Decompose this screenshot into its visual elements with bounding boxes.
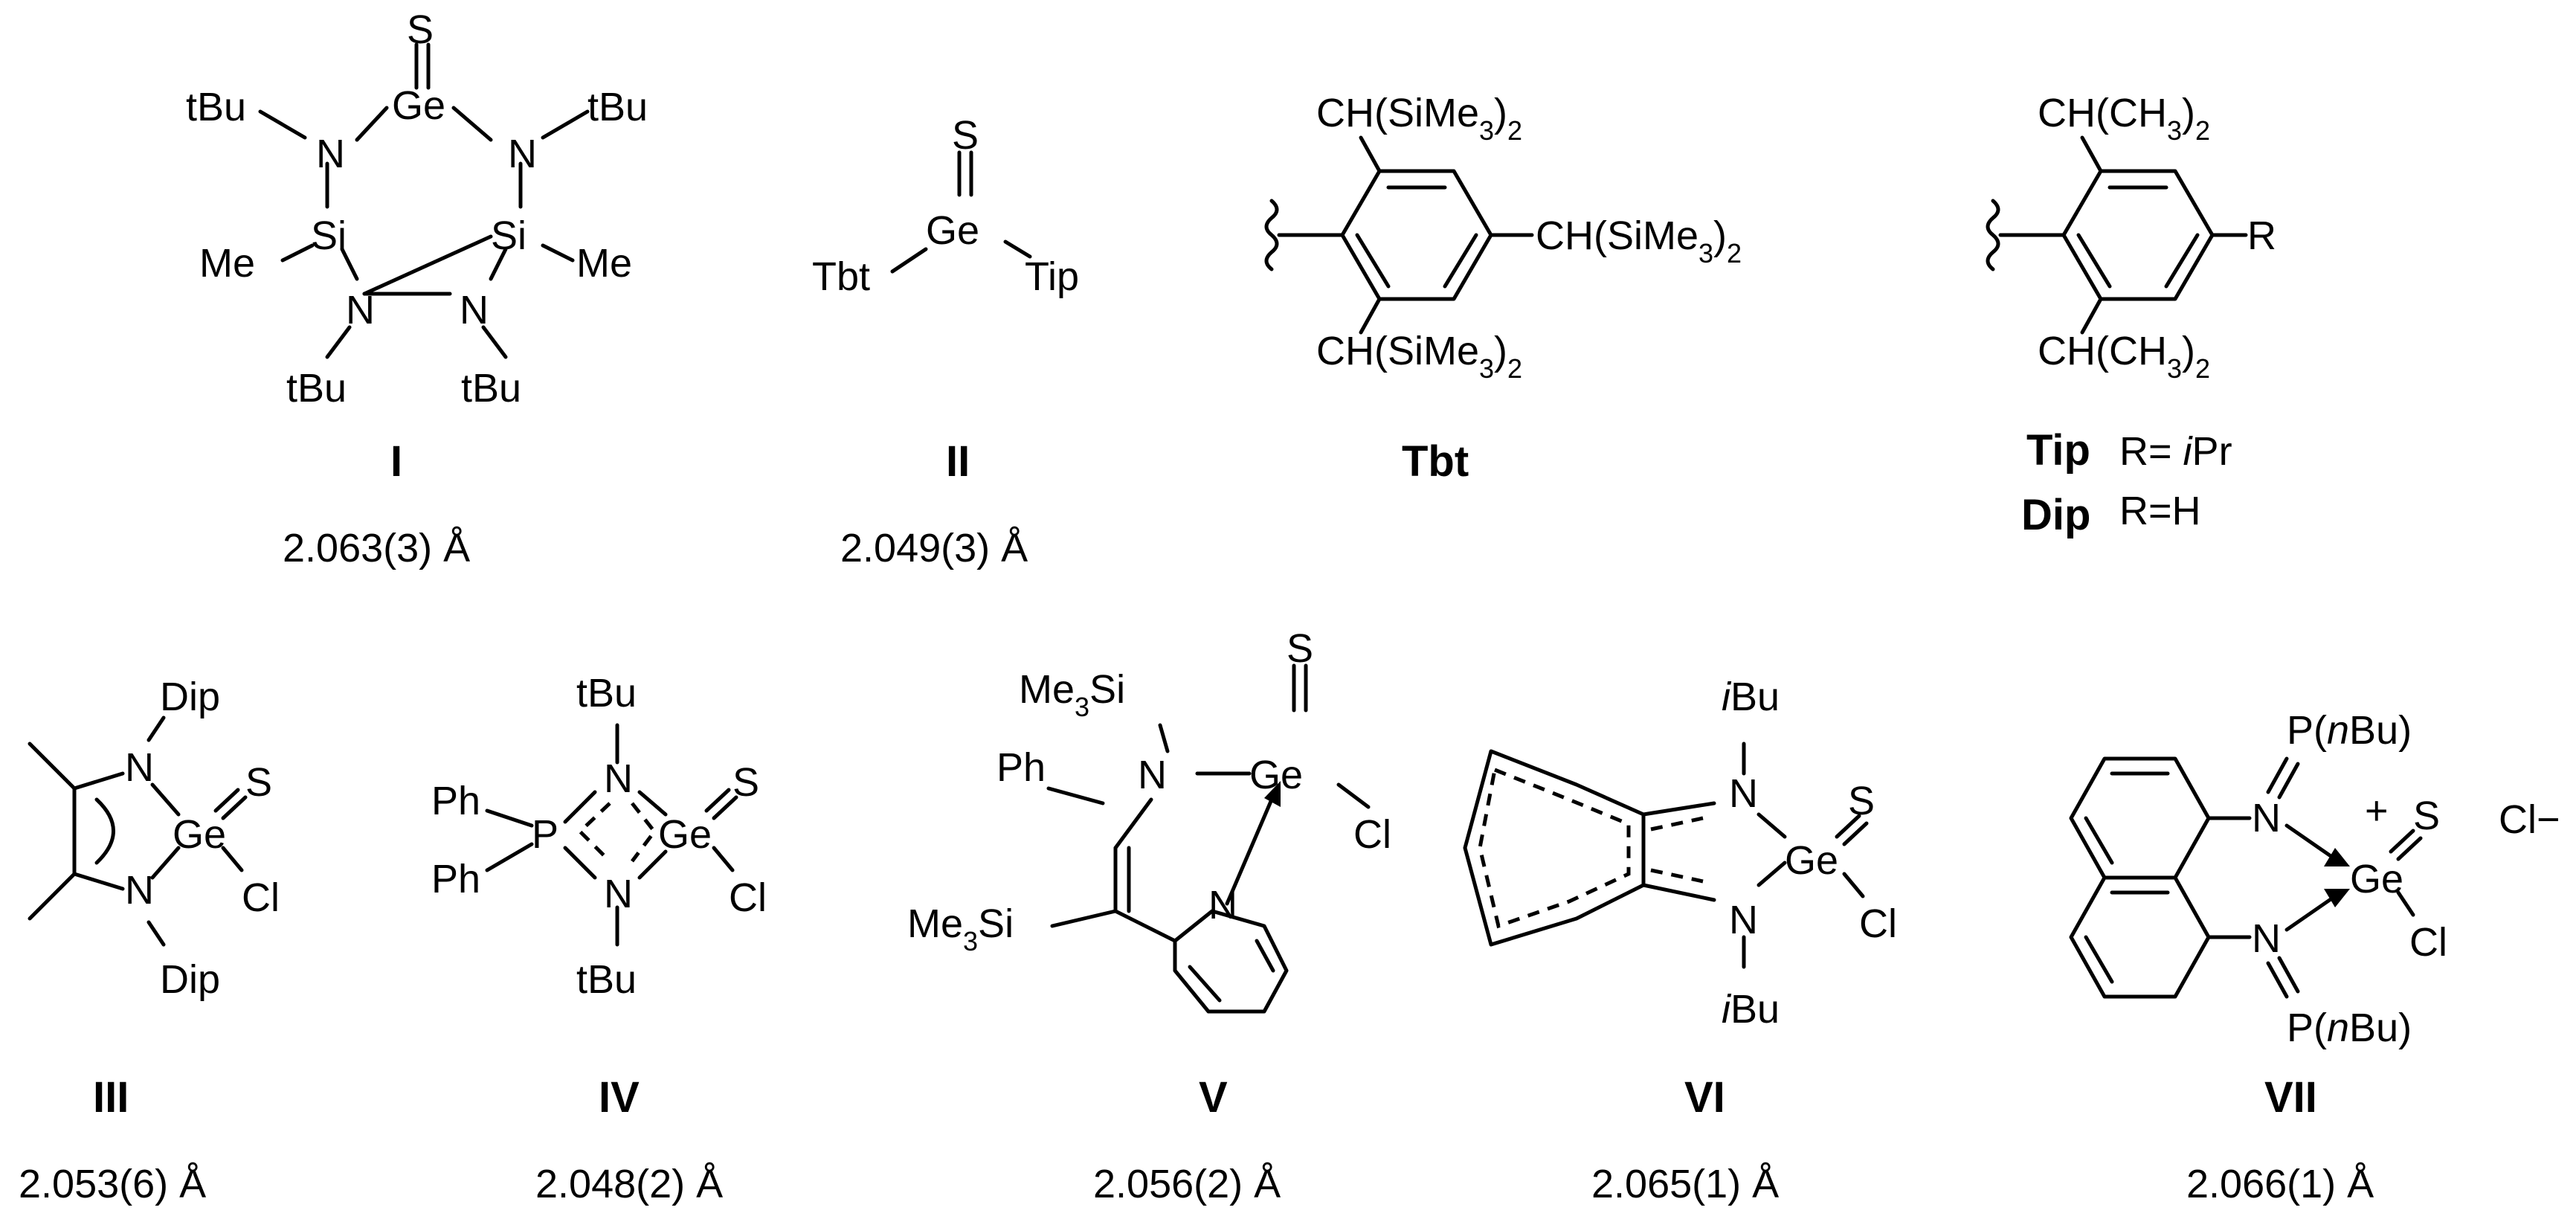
tip-substituent-bottom: CH(CH3)2	[2038, 329, 2210, 384]
compound-VI-iBu1: iBu	[1722, 675, 1780, 719]
tbt-structure	[1264, 135, 1534, 335]
compound-I-N2-atom: N	[508, 132, 537, 176]
tbt-substituent-bottom: CH(SiMe3)2	[1316, 329, 1522, 384]
compound-VII-N2-atom: N	[2252, 916, 2281, 961]
compound-II-label: II	[946, 437, 970, 486]
compound-VI-N2-atom: N	[1729, 898, 1758, 942]
tbt-label: Tbt	[1402, 437, 1469, 486]
compound-VI-label: VI	[1684, 1073, 1725, 1122]
compound-II-Tbt: Tbt	[812, 254, 870, 299]
tbt-substituent-top: CH(SiMe3)2	[1316, 91, 1522, 146]
tip-dip-structure	[1986, 135, 2248, 335]
compound-VII-Ge-atom: Ge	[2350, 857, 2403, 901]
compound-V-Ph: Ph	[996, 745, 1046, 790]
compound-I-Ge-atom: Ge	[392, 83, 445, 128]
compound-I-Si2-atom: Si	[491, 213, 527, 258]
compound-VI-S-atom: S	[1848, 779, 1875, 823]
compound-IV-N2-atom: N	[604, 872, 633, 916]
compound-VII-structure	[2069, 756, 2423, 999]
compound-II-bond-length: 2.049(3) Å	[840, 526, 1028, 570]
compound-VII-PnBu-top: P(nBu)	[2287, 708, 2412, 753]
compound-VI-Cl-atom: Cl	[1859, 901, 1897, 946]
compound-VI-Ge-atom: Ge	[1785, 838, 1838, 883]
tbt-substituent-right: CH(SiMe3)2	[1536, 213, 1742, 268]
compound-II-structure	[890, 150, 1032, 274]
compound-I-tBu1: tBu	[186, 85, 246, 129]
compound-IV-Ph2: Ph	[431, 857, 480, 901]
compound-V-pyridine-N-atom: N	[1208, 883, 1237, 927]
compound-IV-Cl-atom: Cl	[729, 875, 767, 920]
compound-I-tBu2: tBu	[587, 85, 648, 129]
compound-III-Ge-atom: Ge	[173, 812, 226, 857]
tip-R-definition: R= iPr	[2119, 429, 2232, 474]
compound-I-N1-atom: N	[316, 132, 345, 176]
tip-label: Tip	[2026, 426, 2090, 475]
compound-VII-Cl-atom: Cl	[2409, 920, 2447, 965]
compound-III-bond-length: 2.053(6) Å	[19, 1162, 206, 1206]
compound-V-bond-length: 2.056(2) Å	[1093, 1162, 1281, 1206]
tip-R-group: R	[2247, 213, 2276, 258]
compound-III-N1-atom: N	[125, 745, 154, 790]
compound-V-Me3Si-top: Me3Si	[1019, 667, 1125, 722]
compound-II-Tip: Tip	[1025, 254, 1079, 299]
compound-IV-Ph1: Ph	[431, 779, 480, 823]
compound-IV-label: IV	[599, 1073, 640, 1122]
compound-VII-S-atom: S	[2413, 794, 2440, 838]
compound-V-structure	[1046, 663, 1371, 1014]
compound-VI-iBu2: iBu	[1722, 987, 1780, 1032]
compound-VII-plus-charge: +	[2365, 788, 2389, 833]
compound-IV-P-atom: P	[532, 812, 558, 857]
compound-I-Me2: Me	[576, 241, 632, 286]
compound-III-N2-atom: N	[125, 868, 154, 913]
compound-I-bond-length: 2.063(3) Å	[283, 526, 470, 570]
dip-label: Dip	[2021, 491, 2090, 539]
compound-VII-N1-atom: N	[2252, 796, 2281, 840]
compound-V-Cl-atom: Cl	[1353, 812, 1391, 857]
compound-I-label: I	[390, 437, 402, 486]
compound-VI-bond-length: 2.065(1) Å	[1591, 1162, 1779, 1206]
compound-III-structure	[28, 715, 248, 947]
compound-III-label: III	[93, 1073, 129, 1122]
compound-III-Dip2: Dip	[160, 957, 220, 1002]
compound-VI-structure	[1463, 742, 1869, 969]
compound-I-Si1-atom: Si	[311, 213, 347, 258]
compound-IV-N1-atom: N	[604, 756, 633, 801]
compound-VII-bond-length: 2.066(1) Å	[2186, 1162, 2374, 1206]
compound-IV-bond-length: 2.048(2) Å	[535, 1162, 723, 1206]
compound-IV-tBu2: tBu	[576, 957, 637, 1002]
compound-VII-PnBu-bottom: P(nBu)	[2287, 1006, 2412, 1050]
compound-II-Ge-atom: Ge	[926, 208, 979, 253]
compound-V-label: V	[1199, 1073, 1228, 1122]
compound-IV-tBu1: tBu	[576, 671, 637, 715]
compound-III-S-atom: S	[245, 760, 272, 805]
dip-R-definition: R=H	[2119, 489, 2201, 533]
tip-substituent-top: CH(CH3)2	[2038, 91, 2210, 146]
compound-I-S-atom: S	[407, 7, 434, 52]
compound-I-N4-atom: N	[460, 288, 489, 332]
compound-V-Me3Si-bottom: Me3Si	[907, 901, 1014, 956]
compound-VII-chloride-counterion: Cl−	[2499, 797, 2560, 842]
compound-II-S-atom: S	[952, 113, 979, 158]
compound-V-Ge-atom: Ge	[1249, 753, 1303, 797]
compound-V-S-atom: S	[1287, 626, 1313, 671]
compound-III-Dip1: Dip	[160, 675, 220, 719]
compound-I-N3-atom: N	[346, 288, 375, 332]
compound-III-Cl-atom: Cl	[242, 875, 280, 920]
compound-V-N-atom: N	[1138, 753, 1167, 797]
compound-IV-S-atom: S	[732, 760, 759, 805]
compound-I-tBu3: tBu	[286, 366, 347, 411]
compound-I-structure	[258, 42, 590, 359]
compound-I-Me1: Me	[199, 241, 255, 286]
compound-I-tBu4: tBu	[461, 366, 521, 411]
compound-VI-N1-atom: N	[1729, 771, 1758, 816]
compound-VII-label: VII	[2264, 1073, 2317, 1122]
compound-IV-Ge-atom: Ge	[658, 812, 712, 857]
compound-IV-structure	[485, 723, 738, 947]
